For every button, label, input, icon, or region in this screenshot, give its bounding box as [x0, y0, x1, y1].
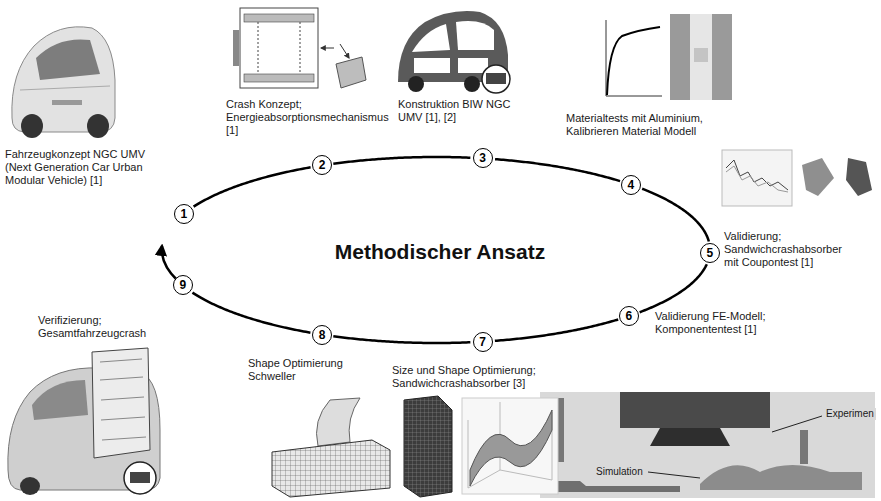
- step-caption: Fahrzeugkonzept NGC UMV (Next Generation…: [5, 148, 155, 187]
- step-circle: 5: [700, 243, 720, 263]
- body-in-white: [456, 21, 494, 50]
- coupon-test: [722, 150, 872, 206]
- cycle-arc: [495, 319, 618, 340]
- body-in-white: [412, 24, 450, 52]
- step-circle: 1: [174, 204, 194, 224]
- step-caption: Materialtests mit Aluminium, Kalibrieren…: [566, 112, 724, 138]
- step-number: 3: [479, 152, 486, 164]
- concept-car: [52, 100, 82, 105]
- step-circle: 4: [621, 175, 641, 195]
- crash-concept-sketch: [240, 8, 318, 88]
- component-test-photo: [548, 481, 680, 492]
- coupon-test: [726, 166, 788, 192]
- step-caption: Validierung FE-Modell; Komponententest […: [655, 310, 785, 336]
- step-circle: 7: [473, 332, 493, 352]
- body-in-white: [486, 73, 506, 84]
- concept-car: [36, 39, 100, 80]
- step-circle: 2: [312, 155, 332, 175]
- material-test: [606, 20, 662, 96]
- component-test-photo: [700, 465, 862, 490]
- step-caption: Crash Konzept; Energieabsorptionsmechani…: [226, 98, 394, 137]
- cycle-arc: [194, 167, 311, 206]
- full-vehicle-crash: [124, 462, 156, 494]
- step-number: 1: [180, 208, 187, 220]
- photo-label: Simulation: [594, 466, 645, 478]
- crash-concept-sketch: [336, 57, 366, 88]
- step-circle: 3: [473, 148, 493, 168]
- step-caption: Konstruktion BIW NGC UMV [1], [2]: [398, 98, 516, 124]
- sandwich-absorber-optimisation: [468, 402, 552, 488]
- full-vehicle-crash: [32, 380, 88, 420]
- concept-car: [12, 27, 115, 138]
- material-test: [606, 14, 732, 100]
- coupon-test: [802, 158, 834, 196]
- component-test-photo: [540, 392, 875, 498]
- material-test: [607, 27, 660, 95]
- component-test-photo: [620, 392, 770, 428]
- step-number: 9: [179, 279, 186, 291]
- full-vehicle-crash: [100, 359, 146, 440]
- crash-concept-sketch: [244, 14, 314, 22]
- sill-optimisation: [272, 440, 390, 497]
- step-circle: 6: [619, 306, 639, 326]
- coupon-test: [846, 158, 872, 196]
- concept-car: [87, 114, 109, 138]
- body-in-white: [398, 11, 510, 93]
- crash-concept-sketch: [300, 22, 301, 74]
- full-vehicle-crash: [20, 477, 40, 495]
- material-test: [694, 48, 708, 62]
- step-circle: 9: [173, 275, 193, 295]
- step-number: 8: [319, 329, 326, 341]
- cycle-arc: [495, 159, 620, 181]
- sandwich-absorber-optimisation: [462, 398, 558, 494]
- cycle-arc: [333, 336, 470, 343]
- sill-optimisation: [272, 398, 390, 497]
- crash-concept-sketch: [244, 74, 314, 82]
- full-vehicle-crash: [92, 348, 150, 458]
- cycle-arc: [640, 264, 707, 312]
- step-number: 5: [707, 247, 714, 259]
- step-number: 6: [626, 310, 633, 322]
- diagram-title: Methodischer Ansatz: [335, 240, 545, 264]
- full-vehicle-crash: [130, 472, 150, 483]
- cycle-arc: [333, 157, 470, 164]
- crash-concept-sketch: [258, 22, 259, 74]
- step-caption: Size und Shape Optimierung; Sandwichcras…: [392, 364, 552, 390]
- coupon-test: [722, 150, 792, 206]
- sill-optimisation: [317, 398, 361, 446]
- body-in-white: [482, 65, 510, 93]
- step-number: 4: [627, 179, 634, 191]
- step-circle: 8: [312, 325, 332, 345]
- body-in-white: [458, 58, 488, 73]
- cycle-arc: [642, 189, 709, 242]
- component-test-photo: [540, 392, 875, 498]
- body-in-white: [414, 58, 450, 73]
- sandwich-absorber-optimisation: [404, 396, 558, 497]
- crash-concept-sketch: [233, 30, 239, 66]
- material-test: [670, 14, 732, 100]
- material-test: [690, 14, 712, 100]
- crash-concept-sketch: [340, 44, 349, 58]
- component-test-photo: [800, 430, 808, 464]
- concept-car: [20, 86, 110, 90]
- component-test-photo: [648, 472, 700, 478]
- cycle-arc: [192, 293, 310, 333]
- sandwich-absorber-optimisation: [404, 396, 452, 497]
- component-test-photo: [650, 428, 730, 446]
- step-number: 7: [479, 336, 486, 348]
- concept-car: [21, 114, 43, 138]
- crash-concept-sketch: [233, 8, 366, 88]
- component-test-photo: [772, 416, 822, 432]
- sandwich-absorber-optimisation: [470, 410, 552, 486]
- cycle-arrow-tail: [162, 246, 177, 280]
- body-in-white: [408, 76, 424, 92]
- step-caption: Shape Optimierung Schweller: [248, 357, 353, 383]
- crash-concept-sketch: [321, 48, 334, 49]
- full-vehicle-crash: [8, 348, 160, 495]
- photo-label: Experimen: [824, 408, 876, 420]
- step-number: 2: [319, 159, 326, 171]
- body-in-white: [464, 76, 480, 92]
- step-caption: Verifizierung; Gesamtfahrzeugcrash: [38, 314, 160, 340]
- step-caption: Validierung; Sandwichcrashabsorber mit C…: [724, 230, 852, 269]
